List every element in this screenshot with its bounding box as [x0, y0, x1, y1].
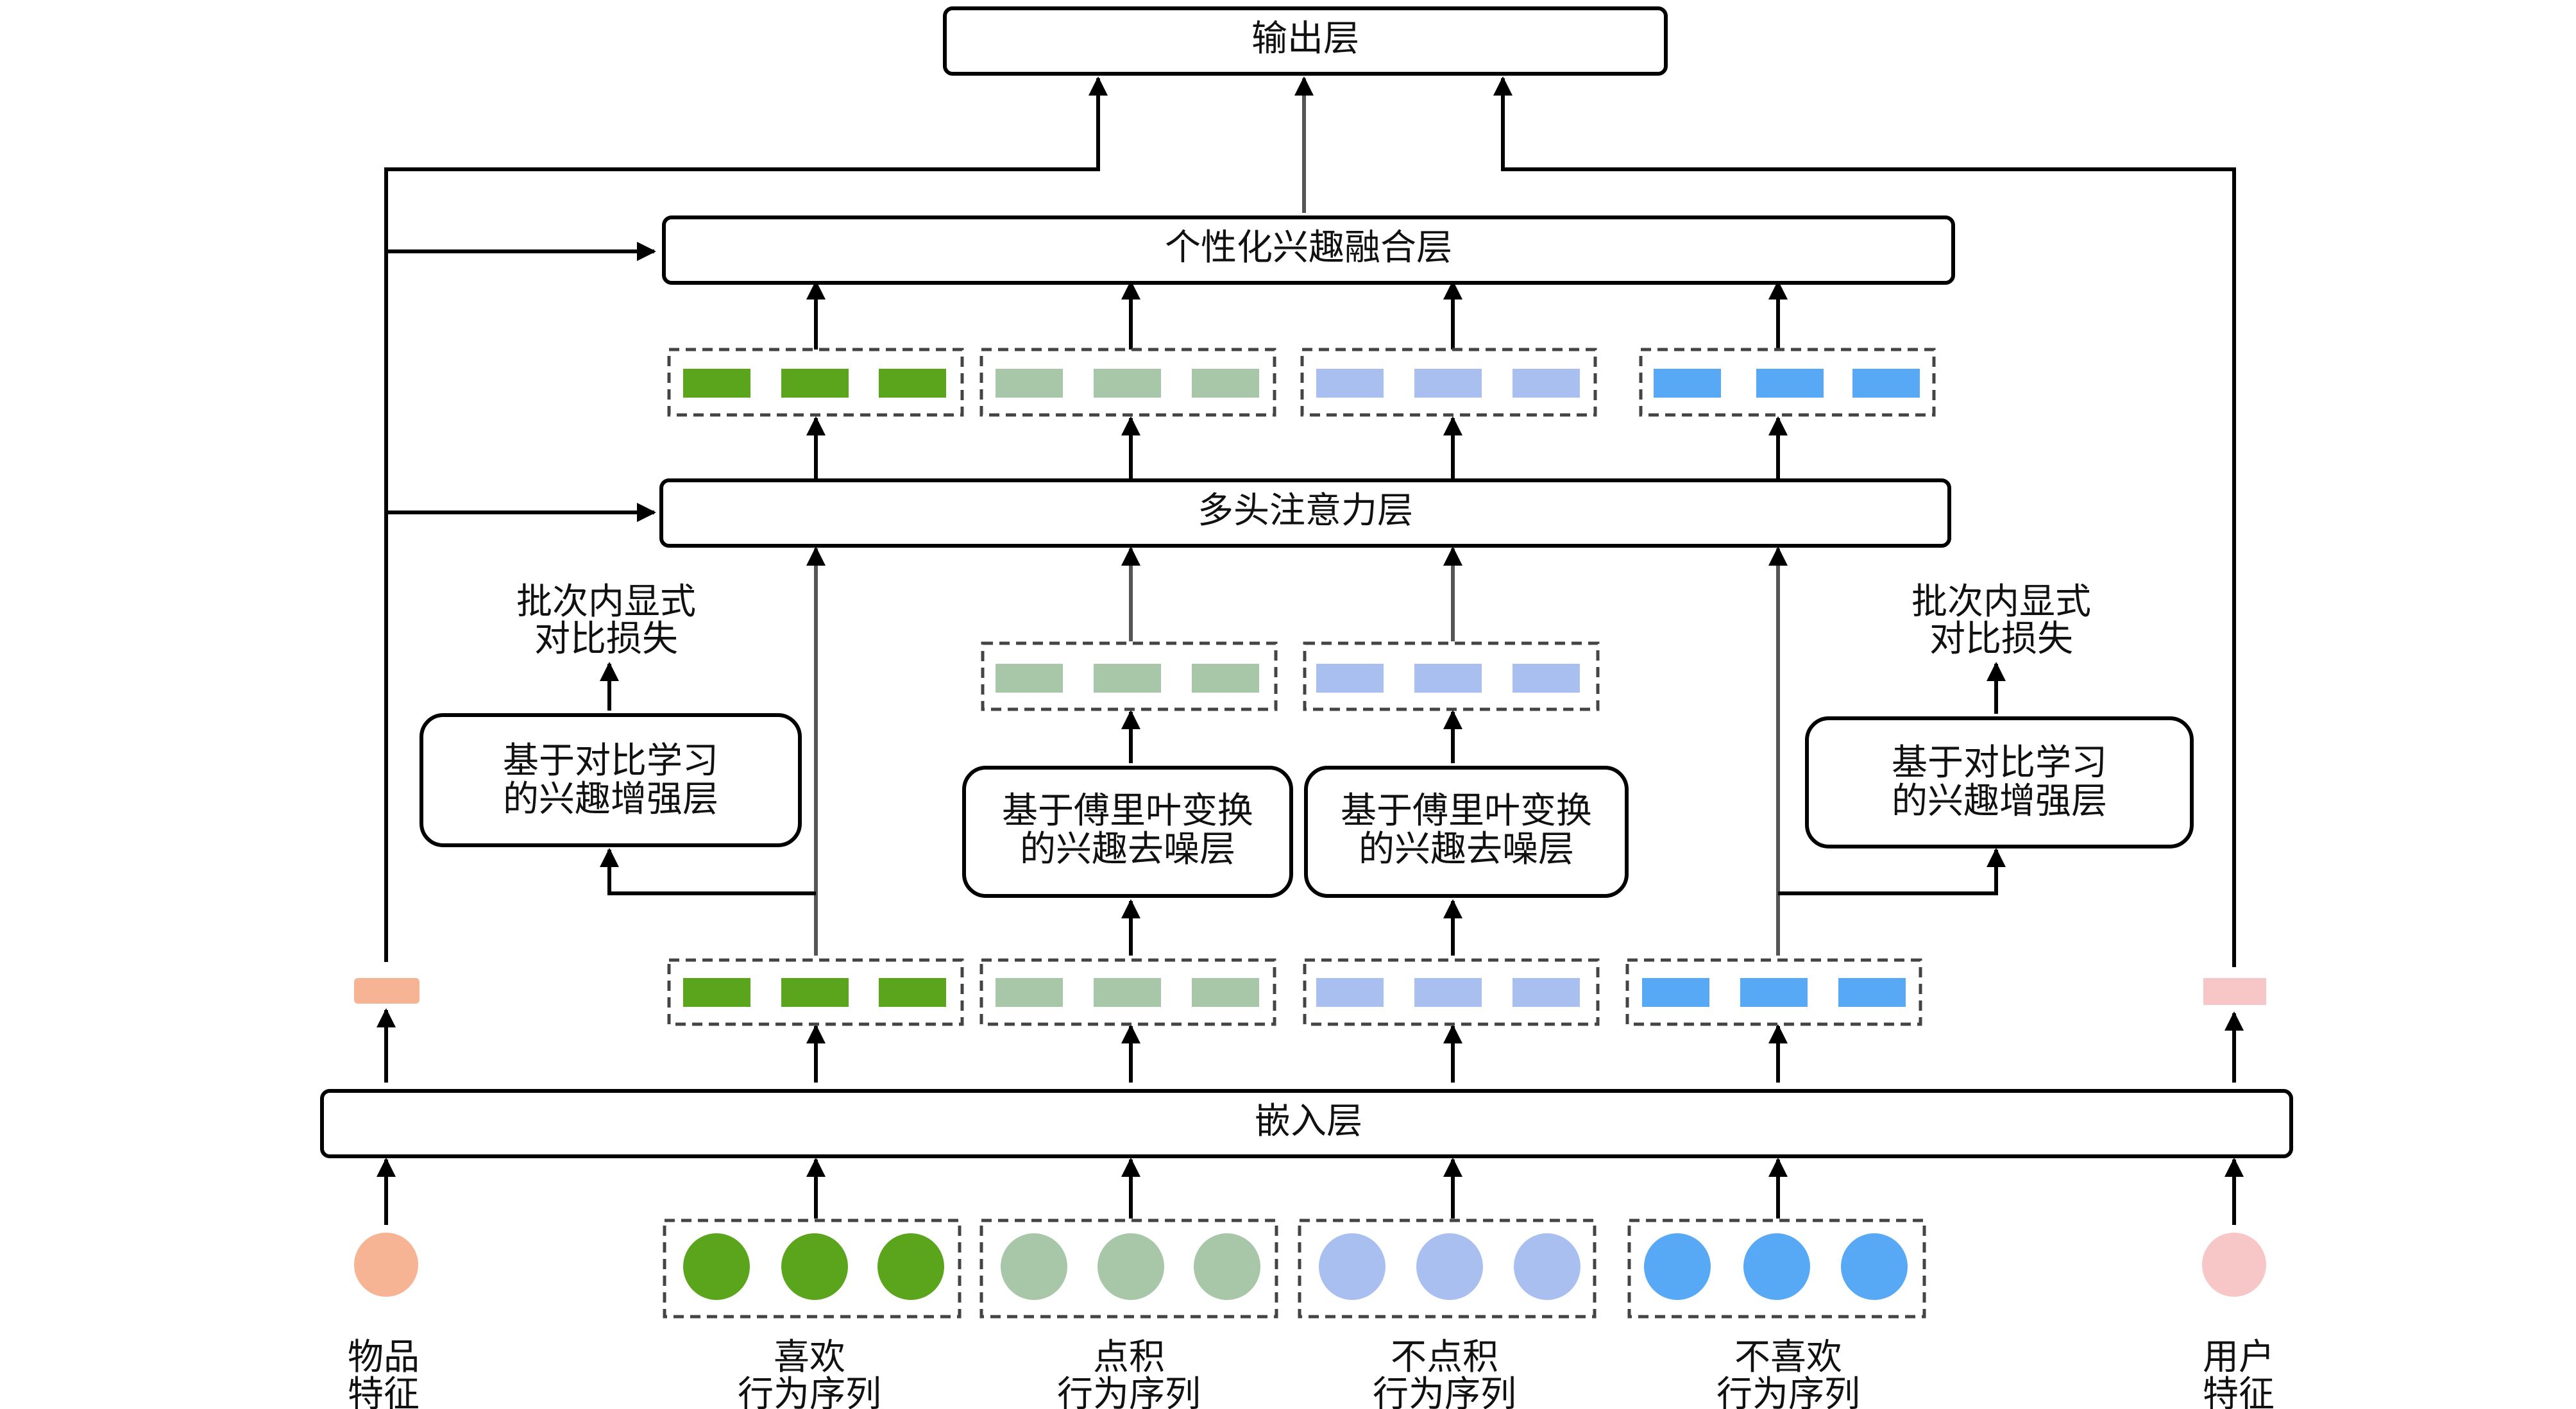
- no-click-embedding-token: [1414, 978, 1482, 1007]
- click-behavior-node: [1194, 1233, 1260, 1300]
- no-click-embedding-token: [1316, 664, 1384, 693]
- arrow-item-to-output: [384, 76, 1108, 962]
- loss-left-line1: 批次内显式: [516, 581, 696, 623]
- like-behavior-node: [781, 1233, 848, 1300]
- fourier2-line1: 基于傅里叶变换: [1341, 790, 1592, 832]
- click-embedding-token: [1094, 978, 1161, 1007]
- output-layer: 输出层: [943, 6, 1668, 76]
- input-label-like-line2: 行为序列: [738, 1374, 881, 1409]
- click-embedding-token: [1192, 978, 1259, 1007]
- arrow-dislike-emb-to-contrast-right: [1778, 848, 2006, 895]
- no-click-behavior-node: [1416, 1233, 1483, 1300]
- click-behavior-node: [1097, 1233, 1164, 1300]
- no-click-embedding-token: [1414, 369, 1482, 398]
- dislike-embedding-token: [1838, 978, 1906, 1007]
- contrast-left-line1: 基于对比学习: [503, 740, 718, 782]
- contrast-module-right: 基于对比学习 的兴趣增强层: [1805, 716, 2194, 848]
- click-embedding-token: [1094, 664, 1161, 693]
- click-embedding-token: [996, 978, 1063, 1007]
- contrast-left-line2: 的兴趣增强层: [503, 779, 718, 820]
- attention-layer: 多头注意力层: [659, 478, 1951, 548]
- fusion-layer-label: 个性化兴趣融合层: [1165, 227, 1452, 269]
- dislike-embedding-token: [1654, 369, 1721, 398]
- fusion-layer: 个性化兴趣融合层: [662, 215, 1955, 285]
- click-embedding-token: [1192, 369, 1259, 398]
- click-behavior-node: [1001, 1233, 1067, 1300]
- item-feature-node: [354, 1233, 418, 1297]
- like-embedding-token: [781, 978, 849, 1007]
- input-label-noclick-line1: 不点积: [1391, 1337, 1498, 1378]
- input-label-click-line1: 点积: [1093, 1337, 1165, 1378]
- input-label-user-line1: 用户: [2203, 1337, 2275, 1378]
- like-behavior-node: [683, 1233, 750, 1300]
- click-embedding-token: [1094, 369, 1161, 398]
- input-label-dislike-line1: 不喜欢: [1734, 1337, 1842, 1378]
- input-label-click-line2: 行为序列: [1057, 1374, 1201, 1409]
- dislike-embedding-token: [1852, 369, 1920, 398]
- dislike-behavior-node: [1743, 1233, 1810, 1300]
- embedding-layer-label: 嵌入层: [1255, 1101, 1362, 1142]
- no-click-embedding-token: [1414, 664, 1482, 693]
- no-click-embedding-token: [1513, 978, 1580, 1007]
- embedding-layer: 嵌入层: [320, 1089, 2293, 1158]
- click-embedding-token: [996, 664, 1063, 693]
- like-embedding-token: [781, 369, 849, 398]
- no-click-embedding-token: [1513, 664, 1580, 693]
- input-label-user-line2: 特征: [2203, 1374, 2275, 1409]
- arrow-like-emb-to-contrast-left: [600, 848, 816, 895]
- user-feature-node: [2202, 1233, 2266, 1297]
- click-embedding-token: [1192, 664, 1259, 693]
- input-label-dislike-line2: 行为序列: [1716, 1374, 1860, 1409]
- loss-right-line1: 批次内显式: [1911, 581, 2091, 623]
- fourier-module-1: 基于傅里叶变换 的兴趣去噪层: [962, 766, 1293, 898]
- input-label-item-line2: 特征: [348, 1374, 419, 1409]
- input-label-like-line1: 喜欢: [774, 1337, 845, 1378]
- fourier1-line1: 基于傅里叶变换: [1002, 790, 1253, 832]
- input-label-item-line1: 物品: [348, 1337, 419, 1378]
- attention-layer-label: 多头注意力层: [1198, 490, 1413, 532]
- no-click-behavior-node: [1514, 1233, 1580, 1300]
- no-click-embedding-token: [1316, 978, 1384, 1007]
- no-click-embedding-token: [1316, 369, 1384, 398]
- fourier2-line2: 的兴趣去噪层: [1359, 829, 1574, 870]
- fourier1-line2: 的兴趣去噪层: [1020, 829, 1235, 870]
- output-layer-label: 输出层: [1251, 18, 1359, 60]
- dislike-embedding-token: [1642, 978, 1709, 1007]
- dislike-behavior-node: [1841, 1233, 1908, 1300]
- input-label-noclick-line2: 行为序列: [1373, 1374, 1516, 1409]
- no-click-behavior-node: [1319, 1233, 1385, 1300]
- fourier-module-2: 基于傅里叶变换 的兴趣去噪层: [1304, 766, 1629, 898]
- no-click-embedding-token: [1513, 369, 1580, 398]
- dislike-behavior-node: [1644, 1233, 1711, 1300]
- like-embedding-token: [879, 369, 946, 398]
- user-feature-embedding: [2203, 978, 2266, 1005]
- loss-right-line2: 对比损失: [1929, 618, 2073, 660]
- loss-left-line2: 对比损失: [534, 618, 678, 660]
- tokens: [683, 369, 1920, 1300]
- dislike-embedding-token: [1756, 369, 1824, 398]
- like-embedding-token: [683, 978, 750, 1007]
- arrow-user-to-output: [1493, 76, 2236, 967]
- contrast-module-left: 基于对比学习 的兴趣增强层: [419, 713, 802, 847]
- contrast-right-line2: 的兴趣增强层: [1892, 780, 2107, 822]
- item-feature-embedding: [354, 978, 419, 1004]
- connectors: [377, 76, 2244, 1225]
- click-embedding-token: [996, 369, 1063, 398]
- dislike-embedding-token: [1740, 978, 1808, 1007]
- like-behavior-node: [877, 1233, 944, 1300]
- like-embedding-token: [879, 978, 946, 1007]
- like-embedding-token: [683, 369, 750, 398]
- contrast-right-line1: 基于对比学习: [1892, 742, 2107, 784]
